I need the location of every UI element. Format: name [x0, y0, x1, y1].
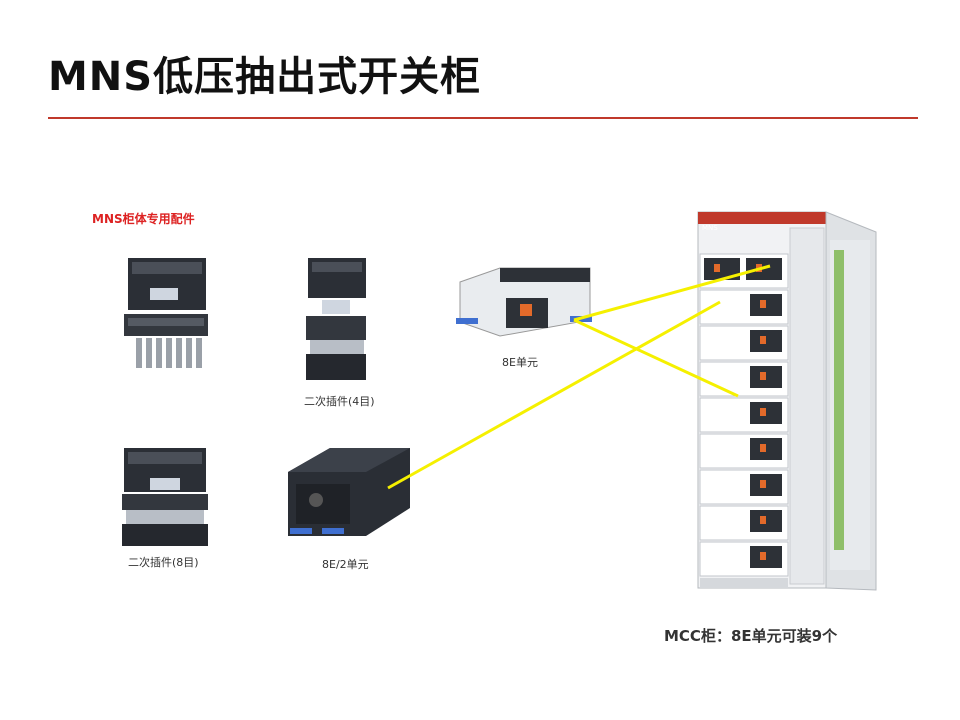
connector-line-8e-half — [387, 300, 721, 490]
connector-line-8e-mid — [573, 318, 739, 398]
cabinet-badge: MNS — [702, 224, 718, 232]
plug-connector-8-image — [122, 448, 208, 546]
page-title: MNS低压抽出式开关柜 — [48, 54, 482, 100]
unit-8e-image — [456, 267, 592, 337]
mcc-cabinet-image — [697, 211, 877, 591]
caption-unit-8e: 8E单元 — [502, 356, 538, 369]
unit-8e-half-image — [288, 448, 410, 536]
title-divider — [48, 117, 918, 119]
plug-connector-4-image — [306, 258, 366, 380]
connector-line-8e-top — [573, 264, 771, 322]
parts-heading: MNS柜体专用配件 — [92, 212, 195, 226]
caption-plug-4: 二次插件(4目) — [304, 395, 375, 408]
connector-lines — [387, 264, 771, 490]
plug-connector-image-a — [124, 258, 208, 368]
caption-mcc: MCC柜：8E单元可装9个 — [664, 627, 838, 645]
caption-unit-8e-half: 8E/2单元 — [322, 558, 369, 571]
caption-plug-8: 二次插件(8目) — [128, 556, 199, 569]
